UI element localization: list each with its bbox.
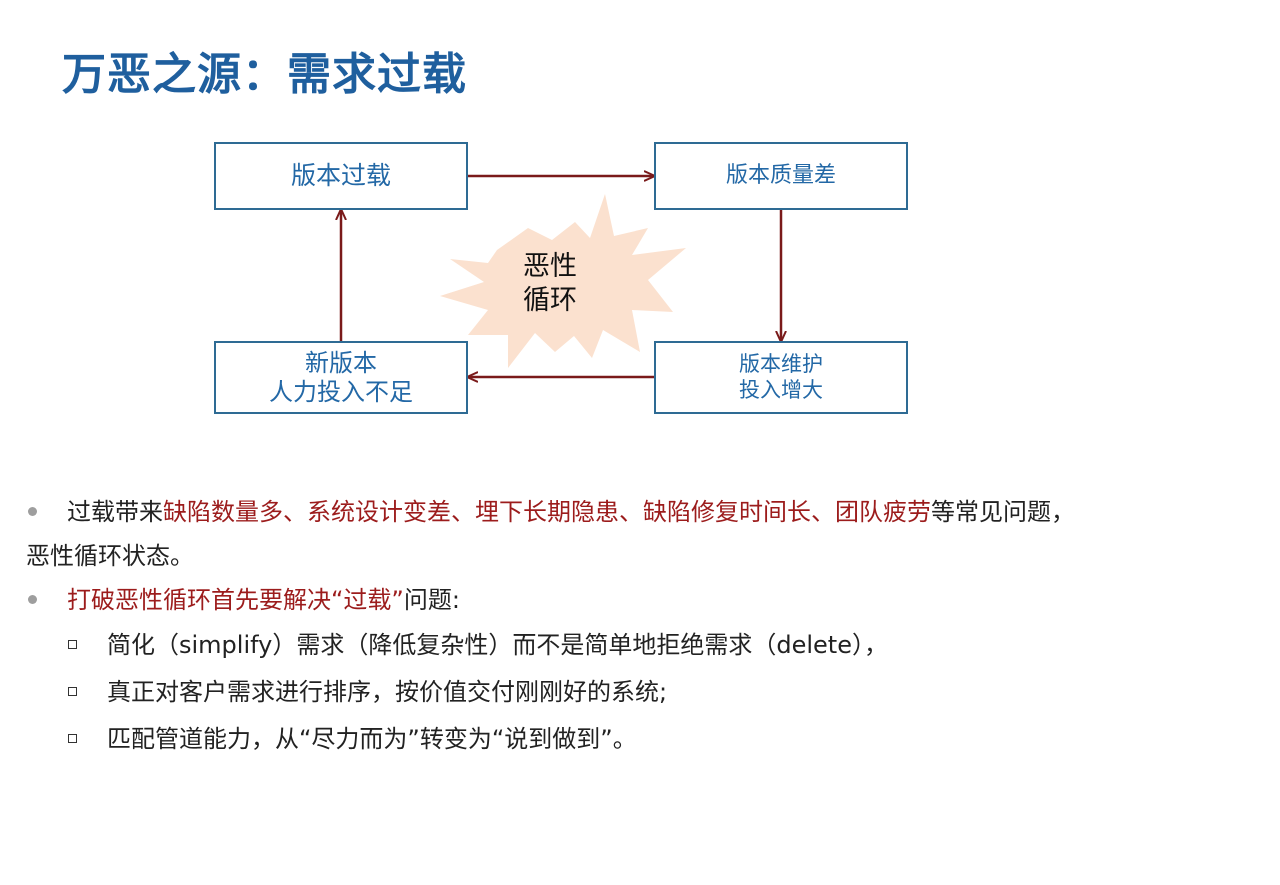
burst-label-line1: 恶性 — [523, 251, 577, 282]
sub-bullet-text: 简化（simplify）需求（降低复杂性）而不是简单地拒绝需求（delete）， — [107, 631, 888, 659]
sub-bullet-text: 真正对客户需求进行排序，按价值交付刚刚好的系统; — [107, 678, 668, 706]
square-bullet-icon — [68, 686, 77, 696]
sub-bullet-item: 匹配管道能力，从“尽力而为”转变为“说到做到”。 — [26, 716, 1266, 763]
bullet-list: 过载带来缺陷数量多、系统设计变差、埋下长期隐患、缺陷修复时间长、团队疲劳等常见问… — [26, 490, 1266, 763]
box-label-line1: 新版本 — [305, 348, 377, 377]
bullet-1-prefix: 过载带来 — [67, 498, 163, 526]
bullet-dot-icon — [28, 506, 37, 516]
bullet-item-1: 过载带来缺陷数量多、系统设计变差、埋下长期隐患、缺陷修复时间长、团队疲劳等常见问… — [26, 490, 1266, 534]
bullet-2-suffix: 问题: — [403, 586, 460, 614]
box-label-line2: 人力投入不足 — [269, 377, 413, 406]
box-new-version-understaffed: 新版本 人力投入不足 — [214, 341, 468, 414]
bullet-item-2: 打破恶性循环首先要解决“过载”问题: — [26, 578, 1266, 622]
vicious-cycle-label: 恶性 循环 — [500, 250, 600, 318]
sub-bullet-text: 匹配管道能力，从“尽力而为”转变为“说到做到”。 — [107, 725, 637, 753]
box-label-line1: 版本维护 — [739, 352, 823, 377]
sub-bullet-item: 真正对客户需求进行排序，按价值交付刚刚好的系统; — [26, 669, 1266, 716]
box-label: 版本过载 — [290, 161, 391, 190]
box-version-quality-poor: 版本质量差 — [654, 142, 908, 210]
bullet-1-continuation: 恶性循环状态。 — [26, 542, 194, 570]
box-label-line2: 投入增大 — [739, 377, 823, 402]
bullet-item-1-continuation: 恶性循环状态。 — [26, 534, 1266, 578]
box-maintenance-cost: 版本维护 投入增大 — [654, 341, 908, 414]
bullet-1-highlight: 缺陷数量多、系统设计变差、埋下长期隐患、缺陷修复时间长、团队疲劳 — [163, 498, 931, 526]
burst-shape — [440, 194, 686, 368]
bullet-1-suffix: 等常见问题， — [931, 498, 1075, 526]
slide-title: 万恶之源：需求过载 — [62, 49, 467, 100]
bullet-2-highlight: 打破恶性循环首先要解决“过载” — [67, 586, 404, 614]
burst-label-line2: 循环 — [523, 284, 577, 316]
sub-bullet-item: 简化（simplify）需求（降低复杂性）而不是简单地拒绝需求（delete）， — [26, 622, 1266, 669]
box-label: 版本质量差 — [725, 162, 836, 188]
square-bullet-icon — [68, 639, 77, 649]
box-version-overload: 版本过载 — [214, 142, 468, 210]
bullet-dot-icon — [28, 594, 37, 604]
square-bullet-icon — [68, 733, 77, 743]
